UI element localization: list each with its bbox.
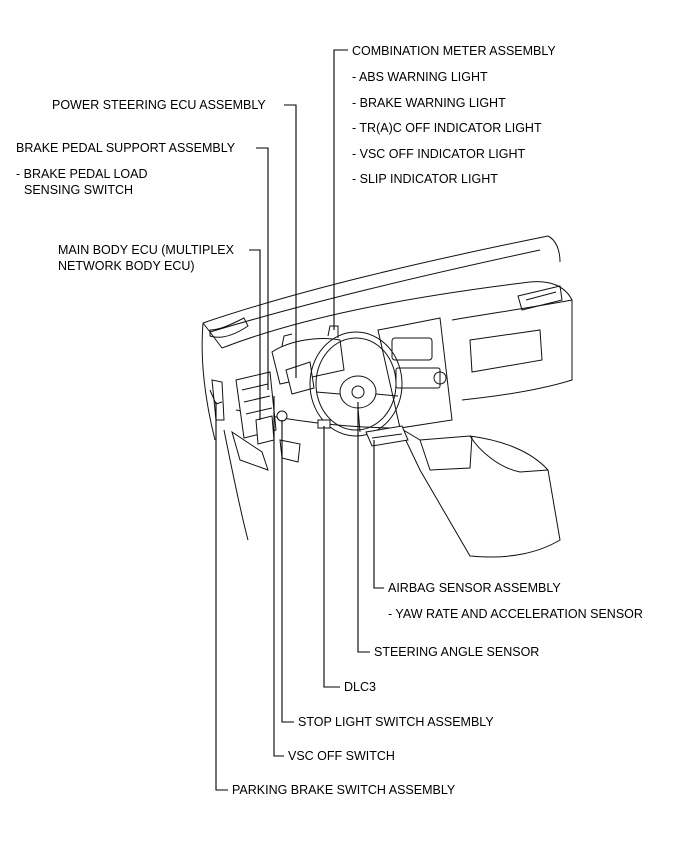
dashboard-outline (201, 235, 573, 558)
label-parking-brake-switch: PARKING BRAKE SWITCH ASSEMBLY (232, 783, 456, 797)
label-brake-pedal-load-line1: - BRAKE PEDAL LOAD (16, 167, 148, 181)
label-brake-warning-light: - BRAKE WARNING LIGHT (352, 96, 506, 110)
leader-lines (215, 49, 384, 791)
label-vsc-off-switch: VSC OFF SWITCH (288, 749, 395, 763)
label-vsc-off-indicator: - VSC OFF INDICATOR LIGHT (352, 147, 526, 161)
label-main-body-ecu-line2: NETWORK BODY ECU) (58, 259, 195, 273)
label-dlc3: DLC3 (344, 680, 376, 694)
label-slip-indicator: - SLIP INDICATOR LIGHT (352, 172, 498, 186)
label-trac-off-indicator: - TR(A)C OFF INDICATOR LIGHT (352, 121, 542, 135)
label-steering-angle-sensor: STEERING ANGLE SENSOR (374, 645, 540, 659)
label-brake-pedal-load-line2: SENSING SWITCH (24, 183, 134, 197)
label-airbag-sensor: AIRBAG SENSOR ASSEMBLY (388, 581, 561, 595)
label-main-body-ecu-line1: MAIN BODY ECU (MULTIPLEX (58, 243, 234, 257)
label-brake-pedal-support: BRAKE PEDAL SUPPORT ASSEMBLY (16, 141, 236, 155)
label-abs-warning-light: - ABS WARNING LIGHT (352, 70, 488, 84)
label-power-steering-ecu: POWER STEERING ECU ASSEMBLY (52, 98, 266, 112)
label-yaw-rate-sensor: - YAW RATE AND ACCELERATION SENSOR (388, 607, 643, 621)
label-combination-meter: COMBINATION METER ASSEMBLY (352, 44, 556, 58)
label-stop-light-switch: STOP LIGHT SWITCH ASSEMBLY (298, 715, 494, 729)
